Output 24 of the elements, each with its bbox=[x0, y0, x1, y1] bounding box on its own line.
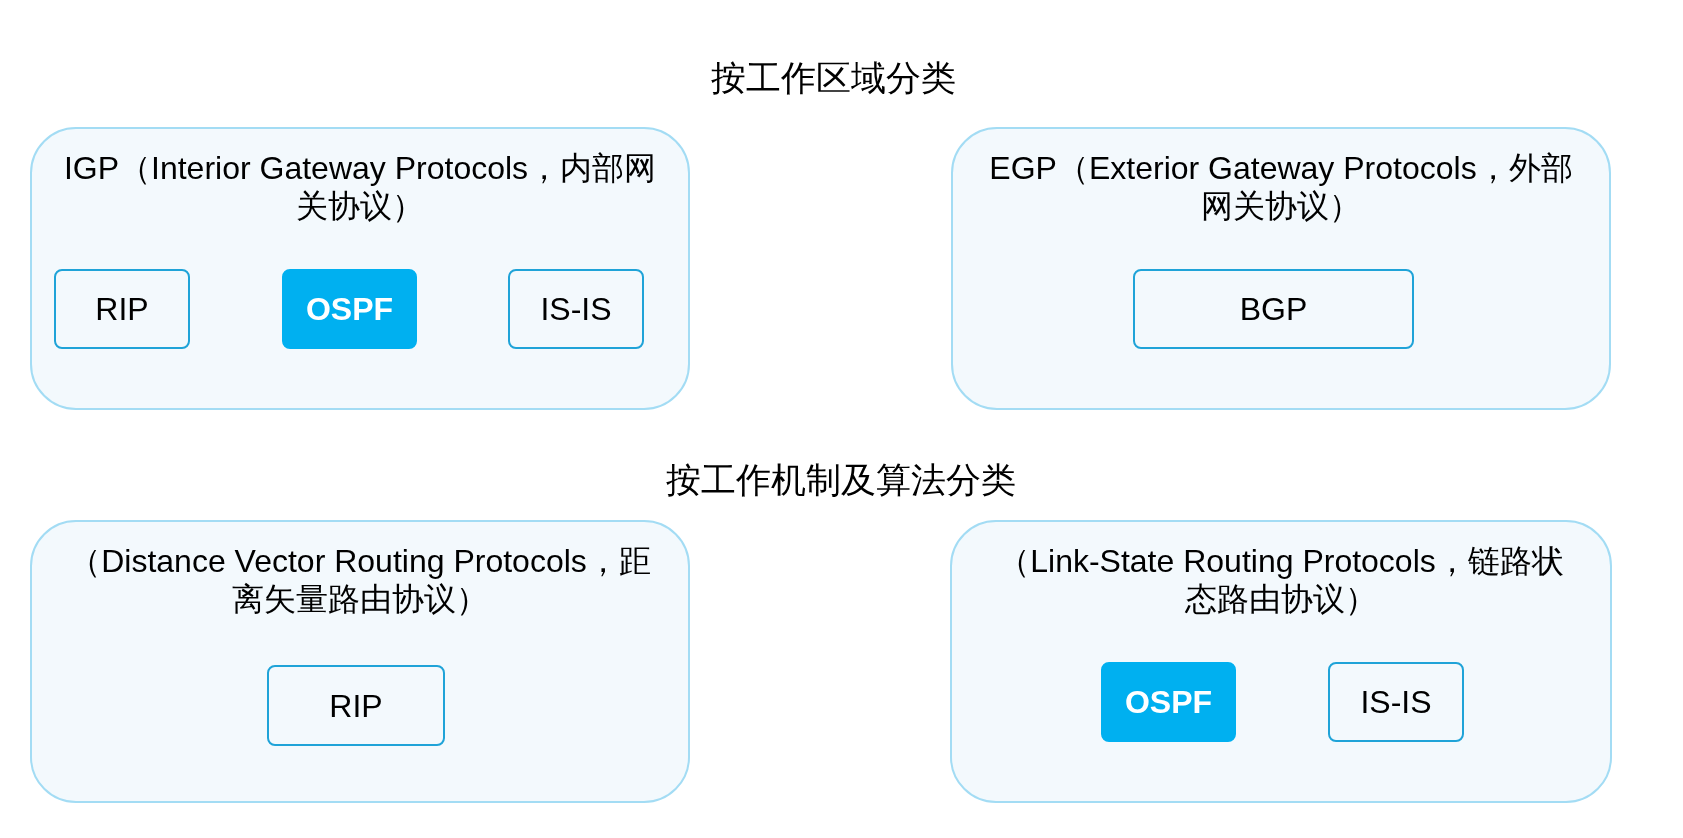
group-heading: （Link-State Routing Protocols，链路状态路由协议） bbox=[997, 542, 1565, 618]
protocol-box bbox=[1101, 662, 1236, 742]
group-panel bbox=[951, 127, 1611, 410]
protocol-label: OSPF bbox=[305, 290, 394, 328]
group-panel bbox=[30, 520, 690, 803]
protocol-box bbox=[282, 269, 417, 349]
group-panel bbox=[30, 127, 690, 410]
section-heading: 按工作区域分类 bbox=[710, 57, 956, 99]
group-heading: （Distance Vector Routing Protocols，距离矢量路由协议） bbox=[68, 542, 652, 618]
protocol-box bbox=[1328, 662, 1464, 742]
protocol-box bbox=[1133, 269, 1414, 349]
protocol-label: IS-IS bbox=[1360, 683, 1432, 721]
protocol-label: IS-IS bbox=[540, 290, 612, 328]
protocol-box bbox=[54, 269, 190, 349]
protocol-box bbox=[508, 269, 644, 349]
protocol-label: BGP bbox=[1239, 290, 1308, 328]
group-heading: IGP（Interior Gateway Protocols，内部网关协议） bbox=[62, 149, 658, 225]
section-heading: 按工作机制及算法分类 bbox=[666, 459, 1016, 501]
group-panel bbox=[950, 520, 1612, 803]
protocol-box bbox=[267, 665, 445, 746]
protocol-label: RIP bbox=[329, 686, 383, 725]
protocol-label: RIP bbox=[95, 290, 149, 328]
protocol-label: OSPF bbox=[1124, 683, 1213, 721]
group-heading: EGP（Exterior Gateway Protocols，外部网关协议） bbox=[988, 149, 1574, 225]
